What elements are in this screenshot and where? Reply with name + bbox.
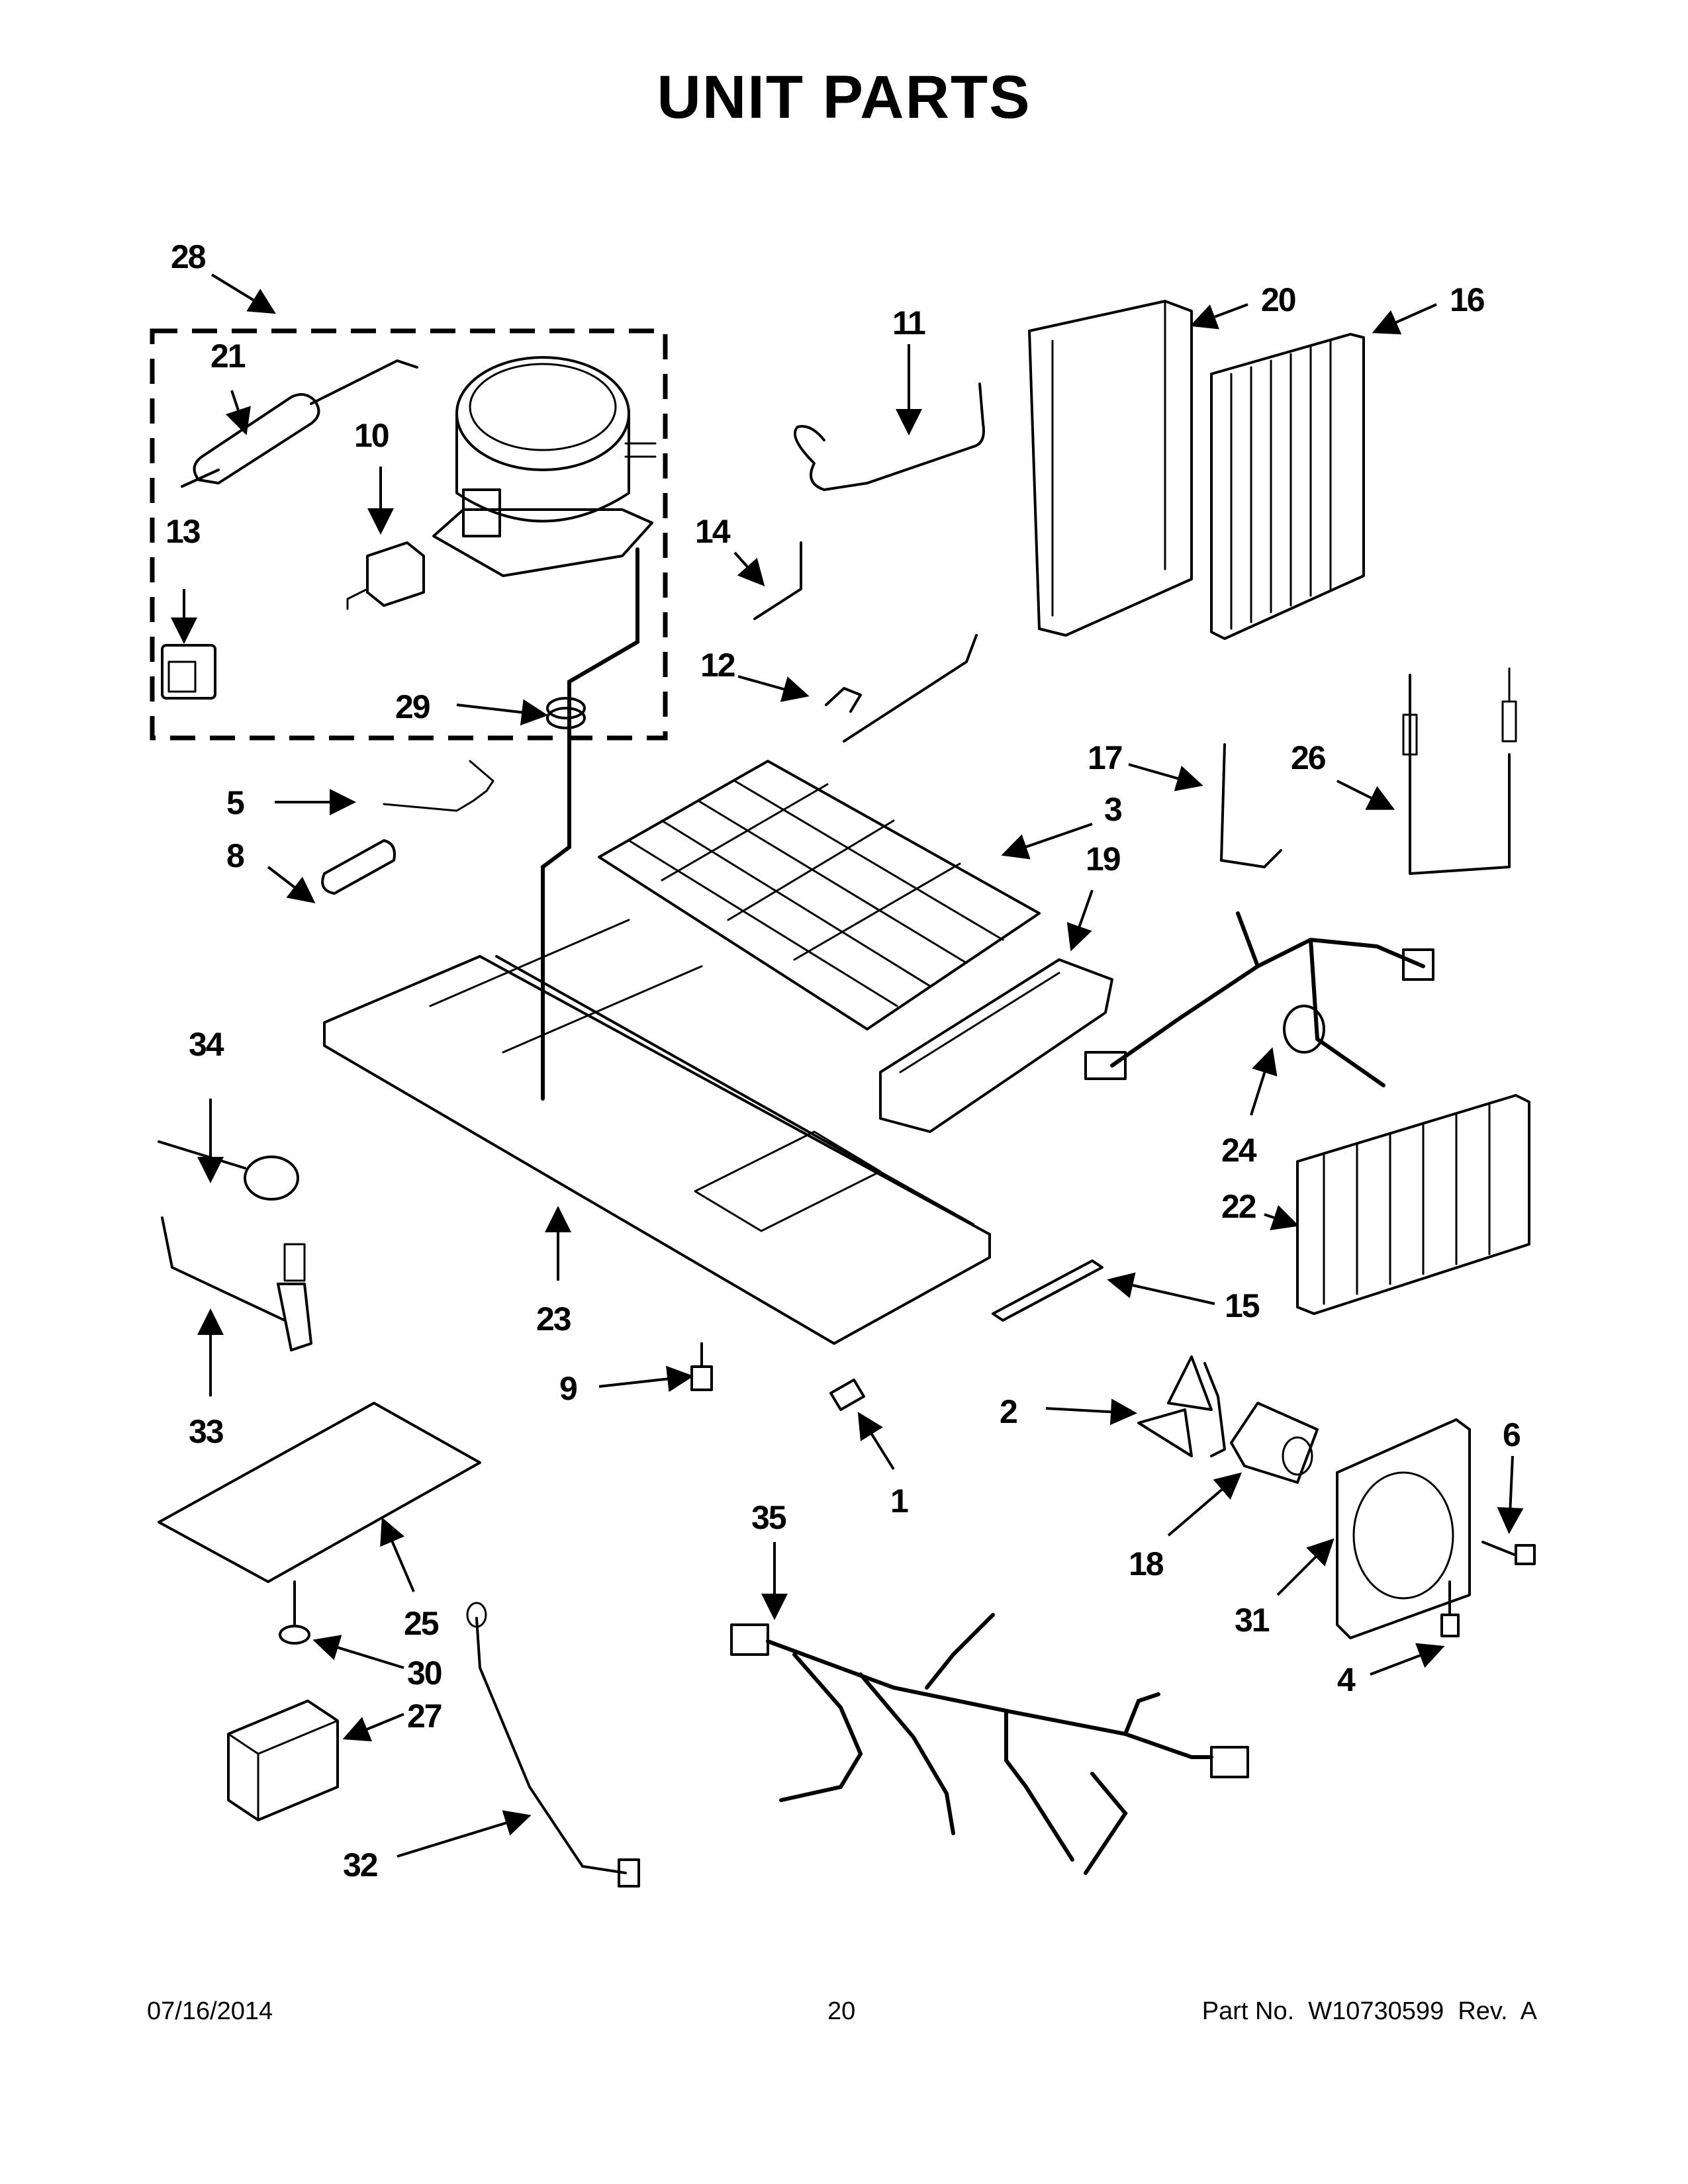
callout-27: 27	[407, 1698, 442, 1735]
capillary-tube-illustration	[383, 760, 494, 812]
callout-31: 31	[1235, 1602, 1270, 1639]
callout-leaders	[171, 273, 1524, 1858]
callout-11: 11	[892, 304, 925, 341]
mounting-screw-illustration	[1440, 1580, 1460, 1637]
callout-25: 25	[404, 1605, 439, 1642]
callout-34: 34	[189, 1026, 224, 1063]
callout-24: 24	[1221, 1132, 1257, 1169]
callout-12: 12	[700, 647, 735, 684]
tube-connector-illustration	[753, 541, 802, 620]
callout-20: 20	[1261, 281, 1295, 318]
start-relay-illustration	[346, 541, 425, 610]
push-pin-illustration	[279, 1580, 310, 1645]
heat-exchanger-tube-illustration	[1402, 667, 1517, 875]
wire-harness-illustration	[730, 1613, 1249, 1875]
control-module-illustration	[227, 1700, 339, 1821]
callout-28: 28	[171, 238, 206, 275]
callout-13: 13	[165, 513, 200, 550]
callout-15: 15	[1225, 1287, 1260, 1324]
fan-motor-illustration	[1230, 1402, 1319, 1484]
callout-9: 9	[559, 1370, 577, 1407]
page-title: UNIT PARTS	[657, 64, 1031, 131]
discharge-tube-illustration	[1220, 743, 1282, 868]
condenser-illustration	[1296, 1094, 1530, 1315]
callout-6: 6	[1503, 1416, 1520, 1453]
callout-35: 35	[751, 1499, 786, 1536]
footer-page-number: 20	[827, 1997, 856, 2025]
footer-part-number: Part No. W10730599 Rev. A	[1201, 1997, 1537, 2025]
callout-numbers: 28 21 10 13 29 11 20 16 14 12 5 8 3 17 2…	[165, 238, 1521, 1884]
callout-19: 19	[1086, 841, 1120, 878]
compressor-kit-boundary	[150, 328, 668, 741]
condenser-coil-illustration	[598, 634, 1041, 1030]
callout-29: 29	[395, 688, 430, 725]
filter-drier-illustration	[181, 359, 418, 488]
callout-22: 22	[1221, 1188, 1256, 1225]
screw-illustration	[690, 1342, 713, 1391]
callout-26: 26	[1291, 739, 1325, 776]
power-cord-harness-illustration	[1084, 911, 1434, 1087]
callout-10: 10	[354, 417, 389, 454]
shroud-screw-illustration	[1481, 1541, 1536, 1565]
base-tray-illustration	[323, 919, 991, 1345]
callout-5: 5	[226, 784, 244, 821]
refrigerant-line	[541, 547, 639, 1101]
defrost-control-illustration	[161, 1216, 312, 1351]
water-tube-illustration	[466, 1602, 640, 1888]
callout-4: 4	[1337, 1661, 1356, 1698]
evaporator-illustration	[1210, 333, 1365, 640]
insulation-pad-illustration	[158, 1402, 481, 1583]
cable-tie-illustration	[992, 1259, 1103, 1322]
bushing-illustration	[829, 1379, 865, 1411]
temperature-sensor-illustration	[158, 1140, 299, 1201]
overload-illustration	[161, 644, 216, 700]
clip-illustration	[825, 687, 862, 713]
callout-23: 23	[536, 1300, 571, 1338]
callout-14: 14	[695, 513, 731, 550]
callout-30: 30	[407, 1655, 442, 1692]
callout-21: 21	[211, 338, 246, 375]
evaporator-cover-illustration	[1028, 300, 1193, 637]
footer-date: 07/16/2014	[147, 1997, 273, 2025]
fan-shroud-illustration	[1336, 1418, 1471, 1639]
sleeve-illustration	[321, 839, 396, 895]
suction-tube-illustration	[794, 383, 985, 491]
compressor-illustration	[432, 356, 657, 577]
callout-18: 18	[1129, 1545, 1164, 1582]
callout-17: 17	[1088, 739, 1122, 776]
drain-pan-illustration	[879, 958, 1113, 1133]
callout-2: 2	[1000, 1393, 1017, 1430]
callout-16: 16	[1450, 281, 1484, 318]
callout-8: 8	[226, 837, 244, 874]
callout-33: 33	[189, 1413, 223, 1450]
callout-32: 32	[343, 1846, 377, 1884]
grommet-illustration	[546, 697, 586, 729]
callout-1: 1	[890, 1482, 908, 1520]
fan-blade-illustration	[1137, 1355, 1226, 1457]
callout-3: 3	[1104, 791, 1121, 828]
